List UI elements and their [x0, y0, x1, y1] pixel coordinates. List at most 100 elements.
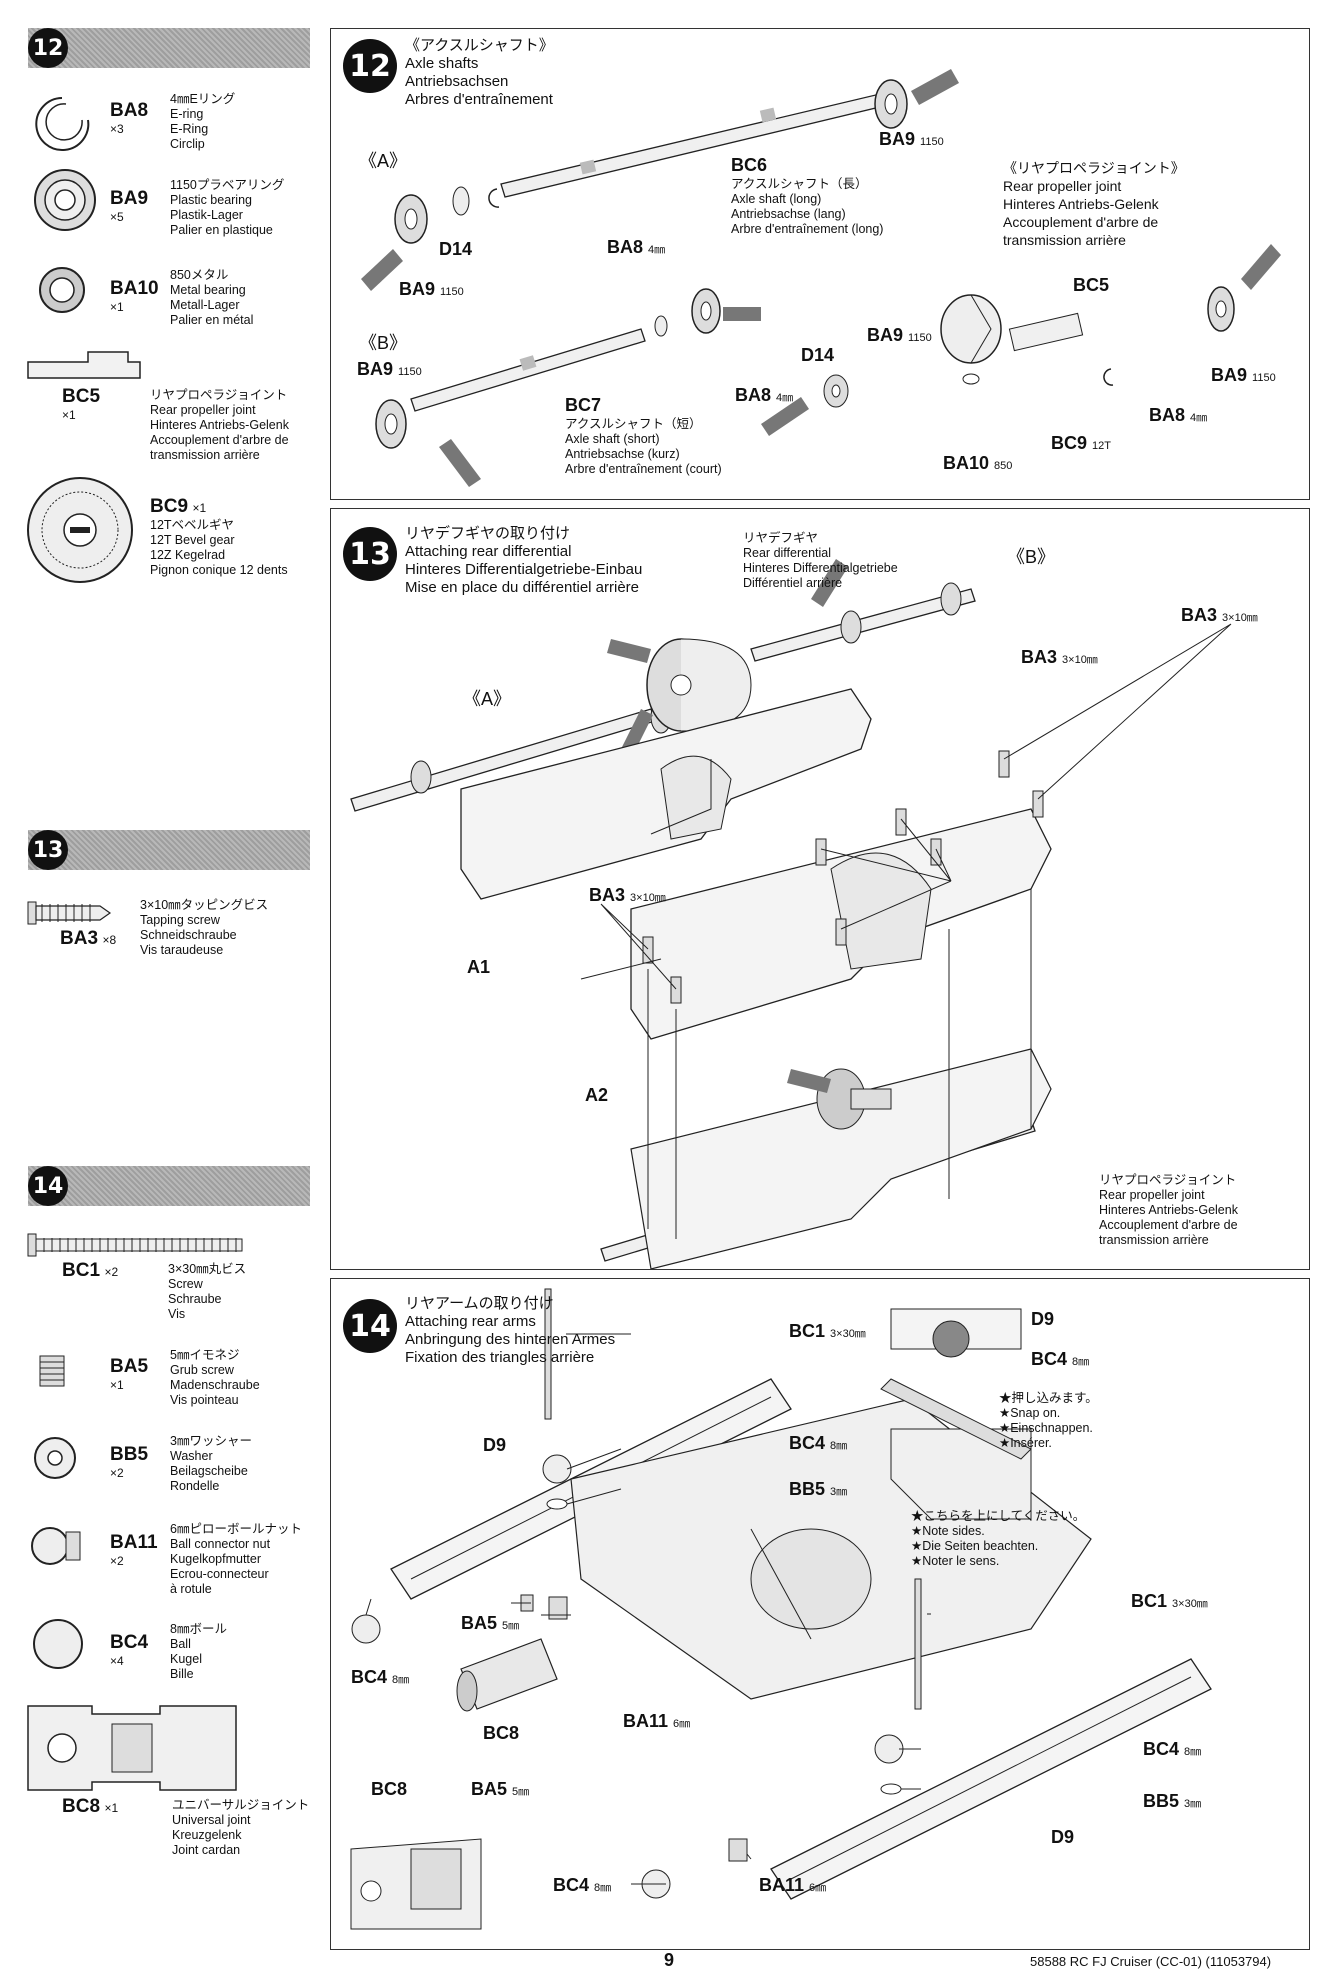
e-ring-icon	[35, 97, 90, 151]
label-bc1-upper: BC1 3×30㎜	[789, 1321, 866, 1341]
label-a2: A2	[585, 1085, 609, 1105]
ball-nut-ba11-a	[548, 1596, 568, 1620]
label-bc8-inset: BC8	[371, 1779, 408, 1799]
part-desc-bb5: 3㎜ワッシャー Washer Beilagscheibe Rondelle	[170, 1434, 252, 1493]
sidebar-step13-header-bar	[28, 830, 310, 870]
step14-panel: 14 リヤアームの取り付け Attaching rear arms Anbrin…	[330, 1278, 1310, 1950]
label-ba3-mid: BA3 3×10㎜	[1021, 647, 1098, 667]
part-qty: ×1	[110, 300, 124, 314]
washer-bb5-a	[546, 1498, 568, 1510]
bevel-gear-icon	[27, 477, 133, 583]
step12-panel: 12 《アクスルシャフト》 Axle shafts Antriebsachsen…	[330, 28, 1310, 500]
label-ba9-b-left: BA9 1150	[357, 359, 422, 379]
metal-bearing-icon	[39, 267, 85, 313]
part-qty: ×1	[192, 501, 207, 515]
label-bc6: BC6	[731, 155, 768, 175]
washer-d14-left	[452, 186, 470, 216]
sidebar-step14-header-bar	[28, 1166, 310, 1206]
label-bb5-b: BB5 3㎜	[1143, 1791, 1202, 1811]
label-d9-upper: D9	[483, 1435, 507, 1455]
label-bb5-a: BB5 3㎜	[789, 1479, 848, 1499]
washer-icon	[34, 1437, 76, 1479]
part-code: BC8	[62, 1796, 101, 1817]
bearing-icon	[34, 169, 96, 231]
arrow-13-diff-right	[811, 559, 848, 607]
step12-illustration	[361, 69, 1281, 487]
label-d9-lower: D9	[1051, 1827, 1075, 1847]
part-code: BC4	[110, 1632, 149, 1653]
label-ba9-joint: BA9 1150	[1211, 365, 1276, 385]
assembled-axle	[600, 1048, 1052, 1269]
part-desc-bc8: ユニバーサルジョイント Universal joint Kreuzgelenk …	[172, 1798, 310, 1857]
label-ba3-right: BA3 3×10㎜	[1181, 605, 1258, 625]
arrow-12-top	[911, 69, 959, 105]
part-qty: ×4	[110, 1654, 124, 1668]
label-ba8-b: BA8 4㎜	[735, 385, 794, 405]
arrow-13-diff-left	[607, 639, 651, 663]
label-ba10: BA10 850	[943, 453, 1013, 473]
label-bc4-inset: BC4 8㎜	[1031, 1349, 1090, 1369]
bearing-ba9-top	[874, 79, 908, 129]
part-desc-ba11: 6㎜ピローボールナット Ball connector nut Kugelkopf…	[170, 1522, 302, 1596]
screw-bc1-upper	[544, 1288, 552, 1420]
arrow-13-diff-down	[621, 709, 653, 755]
sidebar: 12 BA8 ×3 4㎜Eリ	[0, 0, 320, 1975]
label-ba11-b: BA11 6㎜	[759, 1875, 827, 1895]
step12-rear-joint-title: 《リヤプロペラジョイント》 Rear propeller joint Hinte…	[1003, 160, 1185, 248]
arrow-12-left	[361, 249, 403, 291]
label-bc6-desc: アクスルシャフト（長） Axle shaft (long) Antriebsac…	[731, 177, 884, 236]
ball-bc4-a	[542, 1454, 572, 1484]
label-bc4-a: BC4 8㎜	[789, 1433, 848, 1453]
part-desc-ba9: 1150プラベアリング Plastic bearing Plastik-Lage…	[170, 178, 285, 237]
ball-nut-ba11-b	[728, 1838, 748, 1862]
step13-title: リヤデフギヤの取り付け Attaching rear differential …	[405, 525, 643, 596]
label-bc4-c: BC4 8㎜	[1143, 1739, 1202, 1759]
snap-note: ★押し込みます。 ★Snap on. ★Einschnappen. ★Insér…	[999, 1391, 1098, 1450]
label-bc7-desc: アクスルシャフト（短） Axle shaft (short) Antriebsa…	[565, 417, 722, 476]
universal-joint-bc8	[456, 1638, 558, 1712]
step12-sub-b: 《B》	[359, 333, 408, 353]
label-ba9-b-right: BA9 1150	[867, 325, 932, 345]
part-bc5: BC5 ×1	[62, 386, 100, 422]
label-ba9-a: BA9 1150	[399, 279, 464, 299]
part-qty: ×2	[110, 1466, 124, 1480]
part-ba11: BA11 ×2	[110, 1532, 158, 1568]
part-desc-ba8: 4㎜Eリング E-ring E-Ring Circlip	[170, 92, 236, 151]
part-code: BA11	[110, 1532, 158, 1553]
part-code: BC9	[150, 496, 189, 517]
sidebar-step12-part-drawings	[27, 97, 141, 583]
part-ba8: BA8 ×3	[110, 100, 148, 136]
part-code: BA3	[60, 928, 99, 949]
screw-bc1-lower	[914, 1578, 922, 1710]
part-qty: ×5	[110, 210, 124, 224]
part-code: BA9	[110, 188, 149, 209]
part-desc-ba10: 850メタル Metal bearing Metall-Lager Palier…	[170, 268, 254, 327]
inset-d9-bc4	[890, 1308, 1022, 1358]
leader-lines-14	[365, 1333, 931, 1885]
label-ba5-inset: BA5 5㎜	[471, 1779, 530, 1799]
axle-shaft-long	[500, 88, 906, 198]
step13-sub-b: 《B》	[1007, 547, 1056, 567]
part-code: BA10	[110, 278, 159, 299]
part-code: BA8	[110, 100, 149, 121]
leader-lines	[580, 623, 1232, 1239]
long-screw-icon	[27, 1233, 243, 1257]
part-ba10: BA10 ×1	[110, 278, 159, 314]
step12-sub-a: 《A》	[359, 151, 408, 171]
part-code: BC1	[62, 1260, 101, 1281]
part-desc-bc9: 12Tベベルギヤ 12T Bevel gear 12Z Kegelrad Pig…	[150, 518, 288, 577]
label-ba8-joint: BA8 4㎜	[1149, 405, 1208, 425]
rear-diff	[646, 638, 752, 732]
step13-panel: 13 リヤデフギヤの取り付け Attaching rear differenti…	[330, 508, 1310, 1270]
part-desc-bc1: 3×30㎜丸ビス Screw Schraube Vis	[168, 1262, 247, 1321]
step13-joint-label: リヤプロペラジョイント Rear propeller joint Hintere…	[1099, 1173, 1238, 1247]
part-desc-bc5: リヤプロペラジョイント Rear propeller joint Hintere…	[150, 388, 289, 462]
rear-joint-assembly	[761, 244, 1281, 436]
step13-sub-a: 《A》	[463, 689, 512, 709]
part-qty: ×2	[104, 1265, 119, 1279]
part-code: BB5	[110, 1444, 149, 1465]
part-bc8: BC8 ×1	[62, 1796, 118, 1818]
part-bb5: BB5 ×2	[110, 1444, 148, 1480]
part-qty: ×1	[104, 1801, 119, 1815]
step14-badge: 14	[343, 1299, 397, 1353]
